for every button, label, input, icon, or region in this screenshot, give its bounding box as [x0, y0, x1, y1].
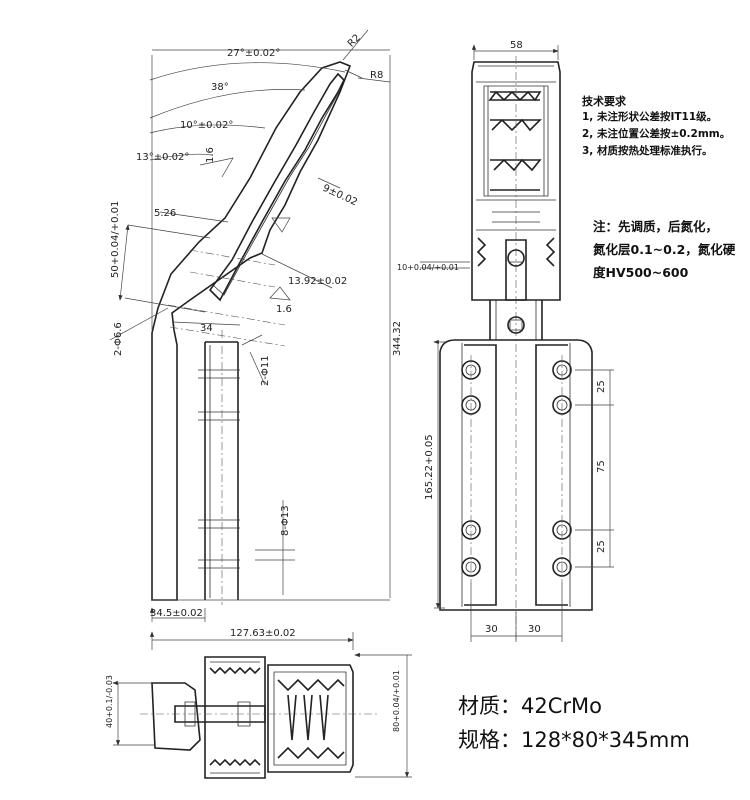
dim-spacing-25-bottom: 25 — [596, 540, 607, 553]
dim-height-40: 40+0.1/-0.03 — [105, 675, 114, 728]
tech-title: 技术要求 — [582, 95, 626, 108]
dim-30-right: 30 — [528, 624, 541, 635]
dim-height-165-22: 165.22+0.05 — [424, 434, 435, 500]
dim-width-9: 9±0.02 — [321, 183, 359, 209]
dim-angle-13: 13°±0.02° — [136, 152, 189, 163]
dim-angle-10: 10°±0.02° — [180, 120, 233, 131]
dim-8-d13: 8-Φ13 — [280, 505, 291, 536]
dim-angle-27: 27°±0.02° — [227, 48, 280, 59]
tech-item-3: 3, 材质按热处理标准执行。 — [582, 145, 713, 157]
side-view: 58 — [397, 40, 614, 642]
dim-1-6-bottom: 1.6 — [276, 304, 292, 315]
dim-slot-10: 10+0.04/+0.01 — [397, 263, 459, 272]
top-view: 127.63±0.02 40+0.1/-0.03 80+0.04/+0.01 — [105, 628, 412, 778]
dim-5-26: 5.26 — [154, 208, 176, 219]
note-line-1: 注：先调质，后氮化， — [593, 219, 719, 234]
dim-spacing-25-top: 25 — [596, 380, 607, 393]
dim-13-92: 13.92±0.02 — [288, 276, 347, 287]
dim-34: 34 — [200, 323, 213, 334]
dim-angle-38: 38° — [211, 82, 229, 93]
dim-r2: R2 — [346, 32, 363, 49]
material-label: 材质：42CrMo — [458, 694, 602, 718]
front-view: 27°±0.02° R2 38° R8 10°±0.02° 1.6 13°±0.… — [109, 29, 403, 622]
tech-item-1: 1, 未注形状公差按IT11级。 — [582, 111, 718, 123]
dim-50: 50+0.04/+0.01 — [110, 201, 121, 278]
dim-r8: R8 — [370, 70, 383, 81]
bolt-holes — [461, 360, 572, 577]
dim-1-6-top: 1.6 — [205, 147, 216, 163]
dim-2-d11: 2-Φ11 — [260, 355, 271, 386]
dim-2-d6-6: 2-Φ6.6 — [113, 322, 124, 356]
note-line-2: 氮化层0.1~0.2，氮化硬 — [593, 242, 736, 257]
tech-item-2: 2, 未注位置公差按±0.2mm。 — [582, 128, 731, 140]
dim-length-127-63: 127.63±0.02 — [230, 628, 296, 639]
note-line-3: 度HV500~600 — [593, 265, 689, 280]
dim-height-80: 80+0.04/+0.01 — [392, 670, 401, 732]
dim-34-5: 34.5±0.02 — [150, 608, 203, 619]
dim-width-58: 58 — [510, 40, 523, 51]
treatment-note: 注：先调质，后氮化， 氮化层0.1~0.2，氮化硬 度HV500~600 — [593, 215, 735, 284]
dim-spacing-75: 75 — [596, 460, 607, 473]
dim-30-left: 30 — [485, 624, 498, 635]
spec-label: 规格：128*80*345mm — [458, 728, 690, 752]
technical-requirements: 技术要求 1, 未注形状公差按IT11级。 2, 未注位置公差按±0.2mm。 … — [582, 93, 730, 160]
dim-height-344-32: 344.32 — [392, 321, 403, 356]
